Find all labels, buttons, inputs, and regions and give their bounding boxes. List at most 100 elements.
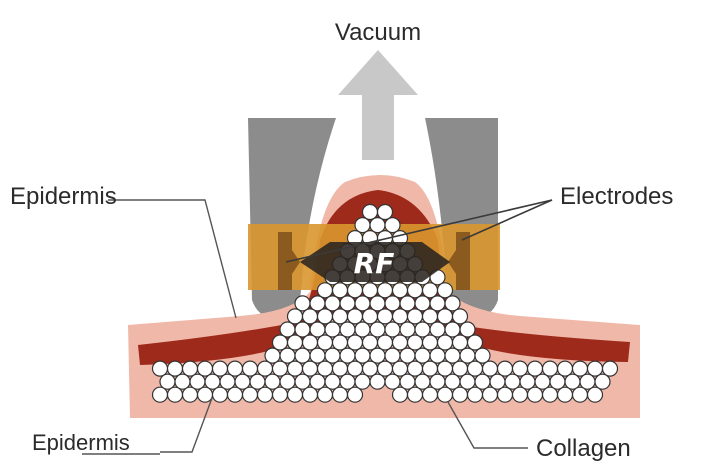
collagen-label: Collagen bbox=[536, 435, 631, 462]
collagen-ball bbox=[423, 387, 438, 402]
collagen-ball bbox=[348, 387, 363, 402]
collagen-ball bbox=[318, 361, 333, 376]
collagen-ball bbox=[333, 387, 348, 402]
collagen-ball bbox=[573, 387, 588, 402]
collagen-ball bbox=[318, 387, 333, 402]
collagen-ball bbox=[333, 361, 348, 376]
collagen-ball bbox=[333, 309, 348, 324]
collagen-ball bbox=[318, 309, 333, 324]
collagen-ball bbox=[408, 309, 423, 324]
collagen-ball bbox=[453, 361, 468, 376]
collagen-ball bbox=[288, 361, 303, 376]
collagen-ball bbox=[303, 335, 318, 350]
collagen-ball bbox=[408, 283, 423, 298]
collagen-ball bbox=[558, 387, 573, 402]
collagen-ball bbox=[370, 374, 385, 389]
collagen-ball bbox=[348, 283, 363, 298]
collagen-ball bbox=[543, 361, 558, 376]
collagen-ball bbox=[213, 361, 228, 376]
collagen-ball bbox=[168, 387, 183, 402]
collagen-ball bbox=[303, 387, 318, 402]
collagen-ball bbox=[423, 335, 438, 350]
collagen-ball bbox=[468, 387, 483, 402]
collagen-ball bbox=[393, 361, 408, 376]
collagen-ball bbox=[393, 283, 408, 298]
rf-label: RF bbox=[354, 247, 395, 280]
collagen-fibers bbox=[153, 205, 618, 403]
collagen-ball bbox=[348, 361, 363, 376]
collagen-ball bbox=[213, 387, 228, 402]
collagen-ball bbox=[588, 387, 603, 402]
collagen-ball bbox=[408, 387, 423, 402]
collagen-ball bbox=[453, 309, 468, 324]
collagen-ball bbox=[483, 361, 498, 376]
collagen-ball bbox=[498, 361, 513, 376]
collagen-ball bbox=[408, 361, 423, 376]
collagen-ball bbox=[348, 335, 363, 350]
collagen-ball bbox=[333, 283, 348, 298]
collagen-ball bbox=[438, 335, 453, 350]
vacuum-arrow bbox=[338, 50, 418, 160]
collagen-ball bbox=[528, 387, 543, 402]
collagen-ball bbox=[153, 361, 168, 376]
epidermis-top-label: Epidermis bbox=[10, 183, 117, 210]
collagen-ball bbox=[198, 361, 213, 376]
collagen-ball bbox=[453, 335, 468, 350]
collagen-ball bbox=[303, 309, 318, 324]
collagen-ball bbox=[378, 335, 393, 350]
collagen-ball bbox=[288, 335, 303, 350]
collagen-ball bbox=[543, 387, 558, 402]
collagen-ball bbox=[438, 387, 453, 402]
epidermis-top-pointer bbox=[108, 200, 236, 318]
collagen-ball bbox=[378, 361, 393, 376]
collagen-ball bbox=[243, 361, 258, 376]
collagen-ball bbox=[363, 283, 378, 298]
collagen-ball bbox=[168, 361, 183, 376]
collagen-ball bbox=[318, 283, 333, 298]
collagen-ball bbox=[348, 309, 363, 324]
electrodes-label: Electrodes bbox=[560, 183, 673, 210]
collagen-ball bbox=[513, 387, 528, 402]
collagen-ball bbox=[378, 309, 393, 324]
collagen-ball bbox=[273, 361, 288, 376]
collagen-ball bbox=[528, 361, 543, 376]
collagen-ball bbox=[498, 387, 513, 402]
collagen-ball bbox=[438, 361, 453, 376]
collagen-ball bbox=[258, 387, 273, 402]
collagen-ball bbox=[183, 387, 198, 402]
collagen-ball bbox=[228, 387, 243, 402]
collagen-ball bbox=[483, 387, 498, 402]
vacuum-label: Vacuum bbox=[335, 19, 421, 46]
collagen-ball bbox=[558, 361, 573, 376]
collagen-ball bbox=[423, 361, 438, 376]
collagen-ball bbox=[468, 361, 483, 376]
collagen-ball bbox=[198, 387, 213, 402]
collagen-ball bbox=[423, 283, 438, 298]
collagen-ball bbox=[393, 309, 408, 324]
collagen-ball bbox=[438, 309, 453, 324]
collagen-ball bbox=[588, 361, 603, 376]
collagen-ball bbox=[303, 361, 318, 376]
collagen-ball bbox=[438, 283, 453, 298]
collagen-ball bbox=[363, 309, 378, 324]
collagen-ball bbox=[573, 361, 588, 376]
collagen-ball bbox=[318, 335, 333, 350]
collagen-ball bbox=[183, 361, 198, 376]
collagen-ball bbox=[393, 387, 408, 402]
epidermis-bottom-label: Epidermis bbox=[32, 430, 130, 455]
collagen-ball bbox=[363, 361, 378, 376]
collagen-ball bbox=[288, 387, 303, 402]
collagen-ball bbox=[393, 335, 408, 350]
collagen-ball bbox=[228, 361, 243, 376]
collagen-ball bbox=[153, 387, 168, 402]
collagen-ball bbox=[333, 335, 348, 350]
collagen-ball bbox=[273, 335, 288, 350]
collagen-ball bbox=[378, 205, 393, 220]
collagen-ball bbox=[513, 361, 528, 376]
collagen-ball bbox=[363, 205, 378, 220]
collagen-ball bbox=[468, 335, 483, 350]
collagen-ball bbox=[423, 309, 438, 324]
collagen-ball bbox=[378, 283, 393, 298]
